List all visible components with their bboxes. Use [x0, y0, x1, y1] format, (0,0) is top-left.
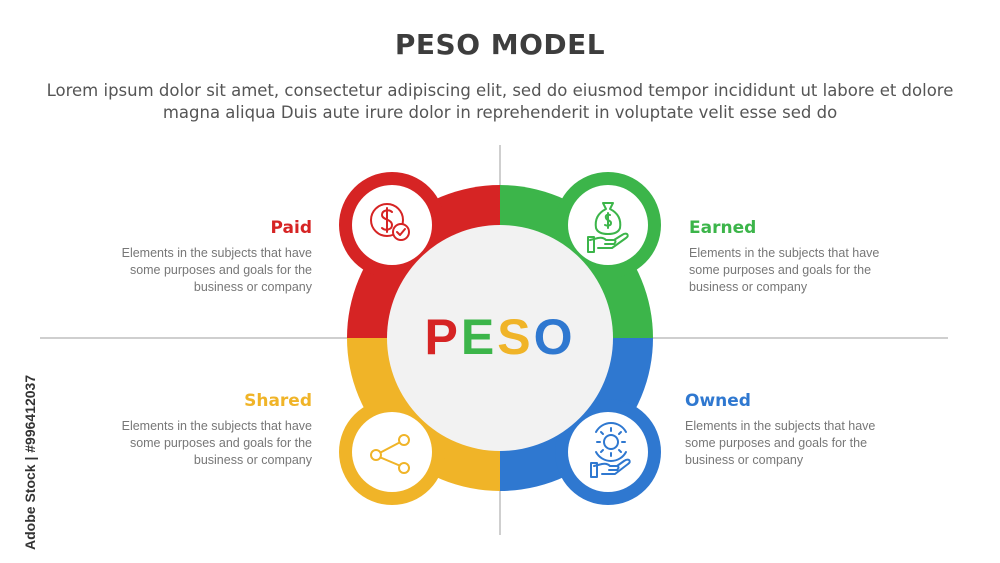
money-bag-hand-icon	[587, 202, 629, 253]
center-disc	[387, 225, 613, 451]
section-label-earned: Earned	[689, 218, 757, 238]
section-label-owned: Owned	[685, 391, 751, 411]
section-desc-earned: Elements in the subjects that have some …	[689, 246, 880, 294]
center-letter-e: E	[461, 309, 497, 365]
bubble-owned-inner	[568, 412, 648, 492]
share-icon	[370, 434, 410, 474]
center-peso-text: PESO	[425, 309, 576, 365]
center-letter-s: S	[497, 309, 533, 365]
page-subtitle: Lorem ipsum dolor sit amet, consectetur …	[46, 81, 954, 122]
section-label-shared: Shared	[244, 391, 312, 411]
section-desc-owned: Elements in the subjects that have some …	[685, 419, 876, 467]
center-letter-o: O	[534, 309, 576, 365]
gear-hand-icon	[590, 422, 631, 478]
bubble-shared-inner	[352, 412, 432, 492]
section-desc-shared: Elements in the subjects that have some …	[121, 419, 312, 467]
center-letter-p: P	[425, 309, 461, 365]
page-title: PESO MODEL	[394, 28, 606, 61]
stock-watermark-text: Adobe Stock | #996412037	[22, 374, 38, 550]
section-desc-paid: Elements in the subjects that have some …	[121, 246, 312, 294]
stock-watermark: Adobe Stock | #996412037	[2, 320, 42, 550]
section-label-paid: Paid	[270, 218, 312, 238]
dollar-check-icon	[370, 203, 410, 241]
